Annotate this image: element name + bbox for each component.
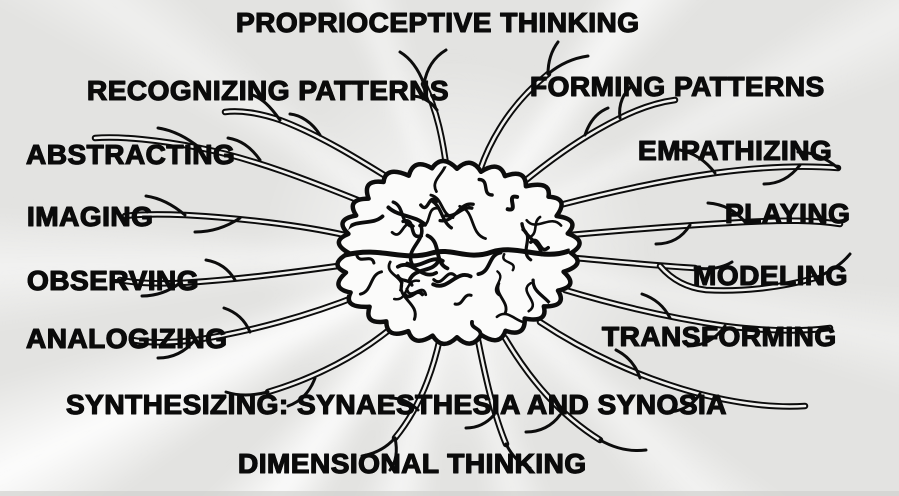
label-dimensional-thinking: DIMENSIONAL THINKING <box>237 448 587 479</box>
label-transforming: TRANSFORMING <box>601 321 837 352</box>
label-synthesizing-synaesthesia-synosia: SYNTHESIZING: SYNAESTHESIA AND SYNOSIA <box>65 389 728 420</box>
label-observing: OBSERVING <box>26 265 200 296</box>
label-modeling: MODELING <box>692 260 848 291</box>
label-recognizing-patterns: RECOGNIZING PATTERNS <box>86 75 450 106</box>
label-abstracting: ABSTRACTING <box>25 139 236 170</box>
label-proprioceptive-thinking: PROPRIOCEPTIVE THINKING <box>235 7 640 38</box>
label-imaging: IMAGING <box>26 201 154 232</box>
label-empathizing: EMPATHIZING <box>637 135 833 166</box>
label-forming-patterns: FORMING PATTERNS <box>529 71 825 102</box>
label-analogizing: ANALOGIZING <box>25 323 228 354</box>
label-playing: PLAYING <box>724 198 851 229</box>
brain-illustration <box>335 158 582 347</box>
